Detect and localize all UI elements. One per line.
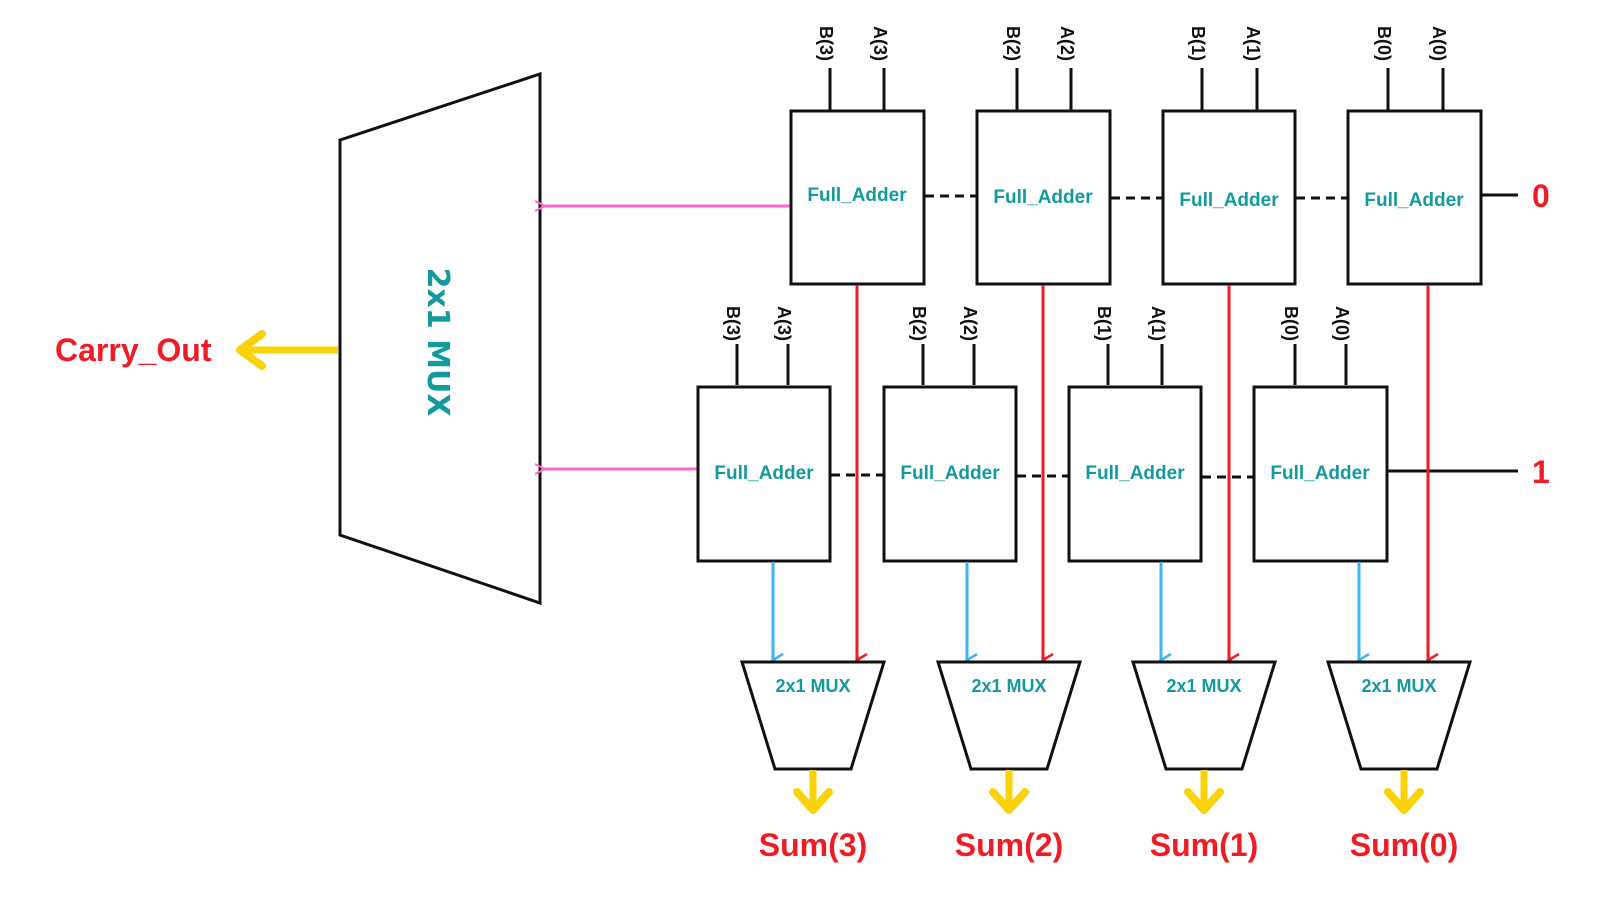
bottom-full-adder-2: B(2) A(2) Full_Adder [882,306,1018,563]
bottom-b0-label: B(0) [1281,306,1301,341]
sum-0-label: Sum(0) [1350,827,1458,863]
output-mux-3-shape [739,660,887,771]
main-mux: 2x1 MUX [338,71,542,606]
output-muxes: 2x1 MUX Sum(3) 2x1 MUX Sum(2) 2x1 MUX Su… [739,660,1473,863]
bottom-adder-2-label: Full_Adder [900,463,1000,484]
carry-out: Carry_Out [55,330,338,370]
top-adder-3-label: Full_Adder [807,185,907,206]
top-full-adder-0: B(0) A(0) Full_Adder [1346,26,1483,286]
output-mux-2-label: 2x1 MUX [971,676,1046,696]
sum-1-label: Sum(1) [1150,827,1258,863]
output-mux-1-label: 2x1 MUX [1166,676,1241,696]
top-adder-2-label: Full_Adder [993,187,1093,208]
carry-in-0-label: 0 [1532,178,1550,214]
top-b0-label: B(0) [1374,26,1394,61]
carry-out-arrowhead [236,330,266,370]
top-full-adder-1: B(1) A(1) Full_Adder [1161,26,1297,286]
top-full-adder-3: B(3) A(3) Full_Adder [789,26,926,286]
bottom-adder-0-box [1252,385,1389,563]
output-mux-2: 2x1 MUX Sum(2) [935,660,1083,863]
bottom-adder-2-box [882,385,1018,563]
main-mux-shape [338,71,542,606]
top-b1-label: B(1) [1188,26,1208,61]
sum-2-label: Sum(2) [955,827,1063,863]
output-mux-0-shape [1325,660,1473,771]
output-mux-0: 2x1 MUX Sum(0) [1325,660,1473,863]
bottom-row-adders: B(3) A(3) Full_Adder B(2) A(2) Full_Adde… [696,306,1550,563]
top-adder-3-box [789,109,926,286]
output-mux-1-shape [1130,660,1278,771]
carry-out-label: Carry_Out [55,332,212,368]
top-a2-label: A(2) [1057,26,1077,61]
bottom-a1-label: A(1) [1148,306,1168,341]
bottom-b3-label: B(3) [723,306,743,341]
output-mux-1: 2x1 MUX Sum(1) [1130,660,1278,863]
top-b2-label: B(2) [1003,26,1023,61]
top-a3-label: A(3) [870,26,890,61]
main-mux-label: 2x1 MUX [420,268,455,417]
bottom-b1-label: B(1) [1094,306,1114,341]
bottom-a2-label: A(2) [960,306,980,341]
carry-in-1-label: 1 [1532,454,1550,490]
bottom-adder-0-label: Full_Adder [1270,463,1370,484]
bottom-a0-label: A(0) [1332,306,1352,341]
bottom-b2-label: B(2) [909,306,929,341]
top-a0-label: A(0) [1429,26,1449,61]
bottom-a3-label: A(3) [774,306,794,341]
bottom-adder-1-box [1067,385,1203,563]
output-mux-1-arrowhead [1184,788,1224,814]
bottom-full-adder-3: B(3) A(3) Full_Adder [696,306,832,563]
bottom-full-adder-1: B(1) A(1) Full_Adder [1067,306,1203,563]
top-adder-2-box [975,109,1112,286]
sum-connections [773,285,1428,660]
output-mux-3-label: 2x1 MUX [775,676,850,696]
output-mux-0-arrowhead [1384,788,1424,814]
output-mux-3: 2x1 MUX Sum(3) [739,660,887,863]
top-adder-1-label: Full_Adder [1179,190,1279,211]
bottom-adder-1-label: Full_Adder [1085,463,1185,484]
bottom-adder-3-box [696,385,832,563]
top-b3-label: B(3) [816,26,836,61]
output-mux-2-shape [935,660,1083,771]
top-a1-label: A(1) [1243,26,1263,61]
top-adder-0-label: Full_Adder [1364,190,1464,211]
top-adder-0-box [1346,109,1483,286]
output-mux-2-arrowhead [989,788,1029,814]
sum-3-label: Sum(3) [759,827,867,863]
output-mux-3-arrowhead [793,788,833,814]
output-mux-0-label: 2x1 MUX [1361,676,1436,696]
bottom-full-adder-0: B(0) A(0) Full_Adder [1252,306,1389,563]
bottom-adder-3-label: Full_Adder [714,463,814,484]
top-row-adders: B(3) A(3) Full_Adder B(2) A(2) Full_Adde… [789,26,1550,286]
top-full-adder-2: B(2) A(2) Full_Adder [975,26,1112,286]
top-adder-1-box [1161,109,1297,286]
